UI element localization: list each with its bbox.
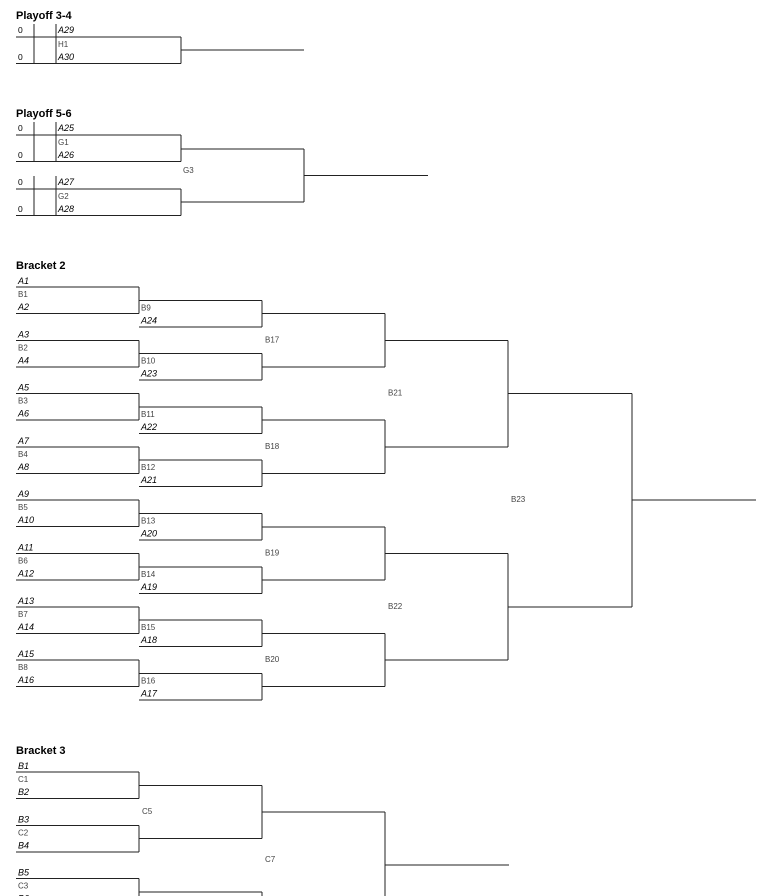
match-id: B10 <box>141 357 156 366</box>
team-label: A12 <box>17 569 34 579</box>
score-value: 0 <box>18 204 23 214</box>
match-id: B15 <box>141 623 156 632</box>
team-label: A17 <box>140 688 158 698</box>
team-label: A9 <box>17 489 29 499</box>
section-title: Playoff 3-4 <box>16 10 73 22</box>
match-id: C5 <box>142 807 153 816</box>
team-label: A27 <box>57 177 75 187</box>
match-id: B5 <box>18 503 28 512</box>
team-label: A20 <box>140 529 157 539</box>
team-label: A11 <box>17 543 33 553</box>
match-id: B4 <box>18 450 28 459</box>
team-label: A18 <box>140 635 157 645</box>
team-label: B3 <box>18 814 29 824</box>
team-label: A16 <box>17 675 34 685</box>
match-id: B9 <box>141 303 151 312</box>
team-label: A25 <box>57 123 75 133</box>
match-id: B21 <box>388 389 403 398</box>
match-id: B13 <box>141 517 156 526</box>
team-label: A22 <box>140 422 157 432</box>
score-value: 0 <box>18 177 23 187</box>
match-id: C1 <box>18 775 29 784</box>
section-title: Bracket 3 <box>16 745 66 757</box>
team-label: A28 <box>57 204 74 214</box>
team-label: A23 <box>140 369 157 379</box>
score-value: 0 <box>18 123 23 133</box>
match-id: B14 <box>141 570 156 579</box>
team-label: B2 <box>18 787 29 797</box>
team-label: A30 <box>57 52 74 62</box>
team-label: A2 <box>17 302 29 312</box>
team-label: A13 <box>17 596 34 606</box>
match-id: B23 <box>511 495 526 504</box>
team-label: B5 <box>18 868 30 878</box>
score-value: 0 <box>18 52 23 62</box>
match-id: B2 <box>18 343 28 352</box>
team-label: A6 <box>17 409 29 419</box>
team-label: A19 <box>140 582 157 592</box>
match-id: B1 <box>18 290 28 299</box>
match-id: B12 <box>141 463 156 472</box>
team-label: A26 <box>57 150 74 160</box>
match-id: B18 <box>265 442 280 451</box>
team-label: A10 <box>17 515 34 525</box>
match-id: B6 <box>18 557 28 566</box>
match-id: B22 <box>388 602 403 611</box>
team-label: A4 <box>17 355 29 365</box>
match-id: G2 <box>58 192 69 201</box>
team-label: B4 <box>18 840 29 850</box>
score-value: 0 <box>18 25 23 35</box>
match-id: H1 <box>58 40 69 49</box>
team-label: A1 <box>17 276 29 286</box>
match-id: B7 <box>18 610 28 619</box>
match-id: B8 <box>18 663 28 672</box>
match-id: B19 <box>265 548 280 557</box>
team-label: A3 <box>17 329 29 339</box>
team-label: A21 <box>140 475 157 485</box>
match-id: B20 <box>265 655 280 664</box>
match-id: B11 <box>141 410 155 419</box>
match-id: G1 <box>58 138 69 147</box>
match-id: B3 <box>18 397 28 406</box>
team-label: A15 <box>17 649 35 659</box>
team-label: A29 <box>57 25 74 35</box>
match-id: C7 <box>265 855 276 864</box>
match-id: G3 <box>183 166 194 175</box>
section-title: Playoff 5-6 <box>16 108 72 120</box>
team-label: A14 <box>17 622 34 632</box>
team-label: A24 <box>140 315 157 325</box>
score-value: 0 <box>18 150 23 160</box>
match-id: B17 <box>265 335 280 344</box>
match-id: B16 <box>141 676 156 685</box>
team-label: A7 <box>17 436 30 446</box>
team-label: B1 <box>18 761 29 771</box>
team-label: A5 <box>17 383 30 393</box>
match-id: C2 <box>18 828 29 837</box>
section-title: Bracket 2 <box>16 260 66 272</box>
team-label: B6 <box>18 894 29 896</box>
match-id: C3 <box>18 882 29 891</box>
team-label: A8 <box>17 462 29 472</box>
